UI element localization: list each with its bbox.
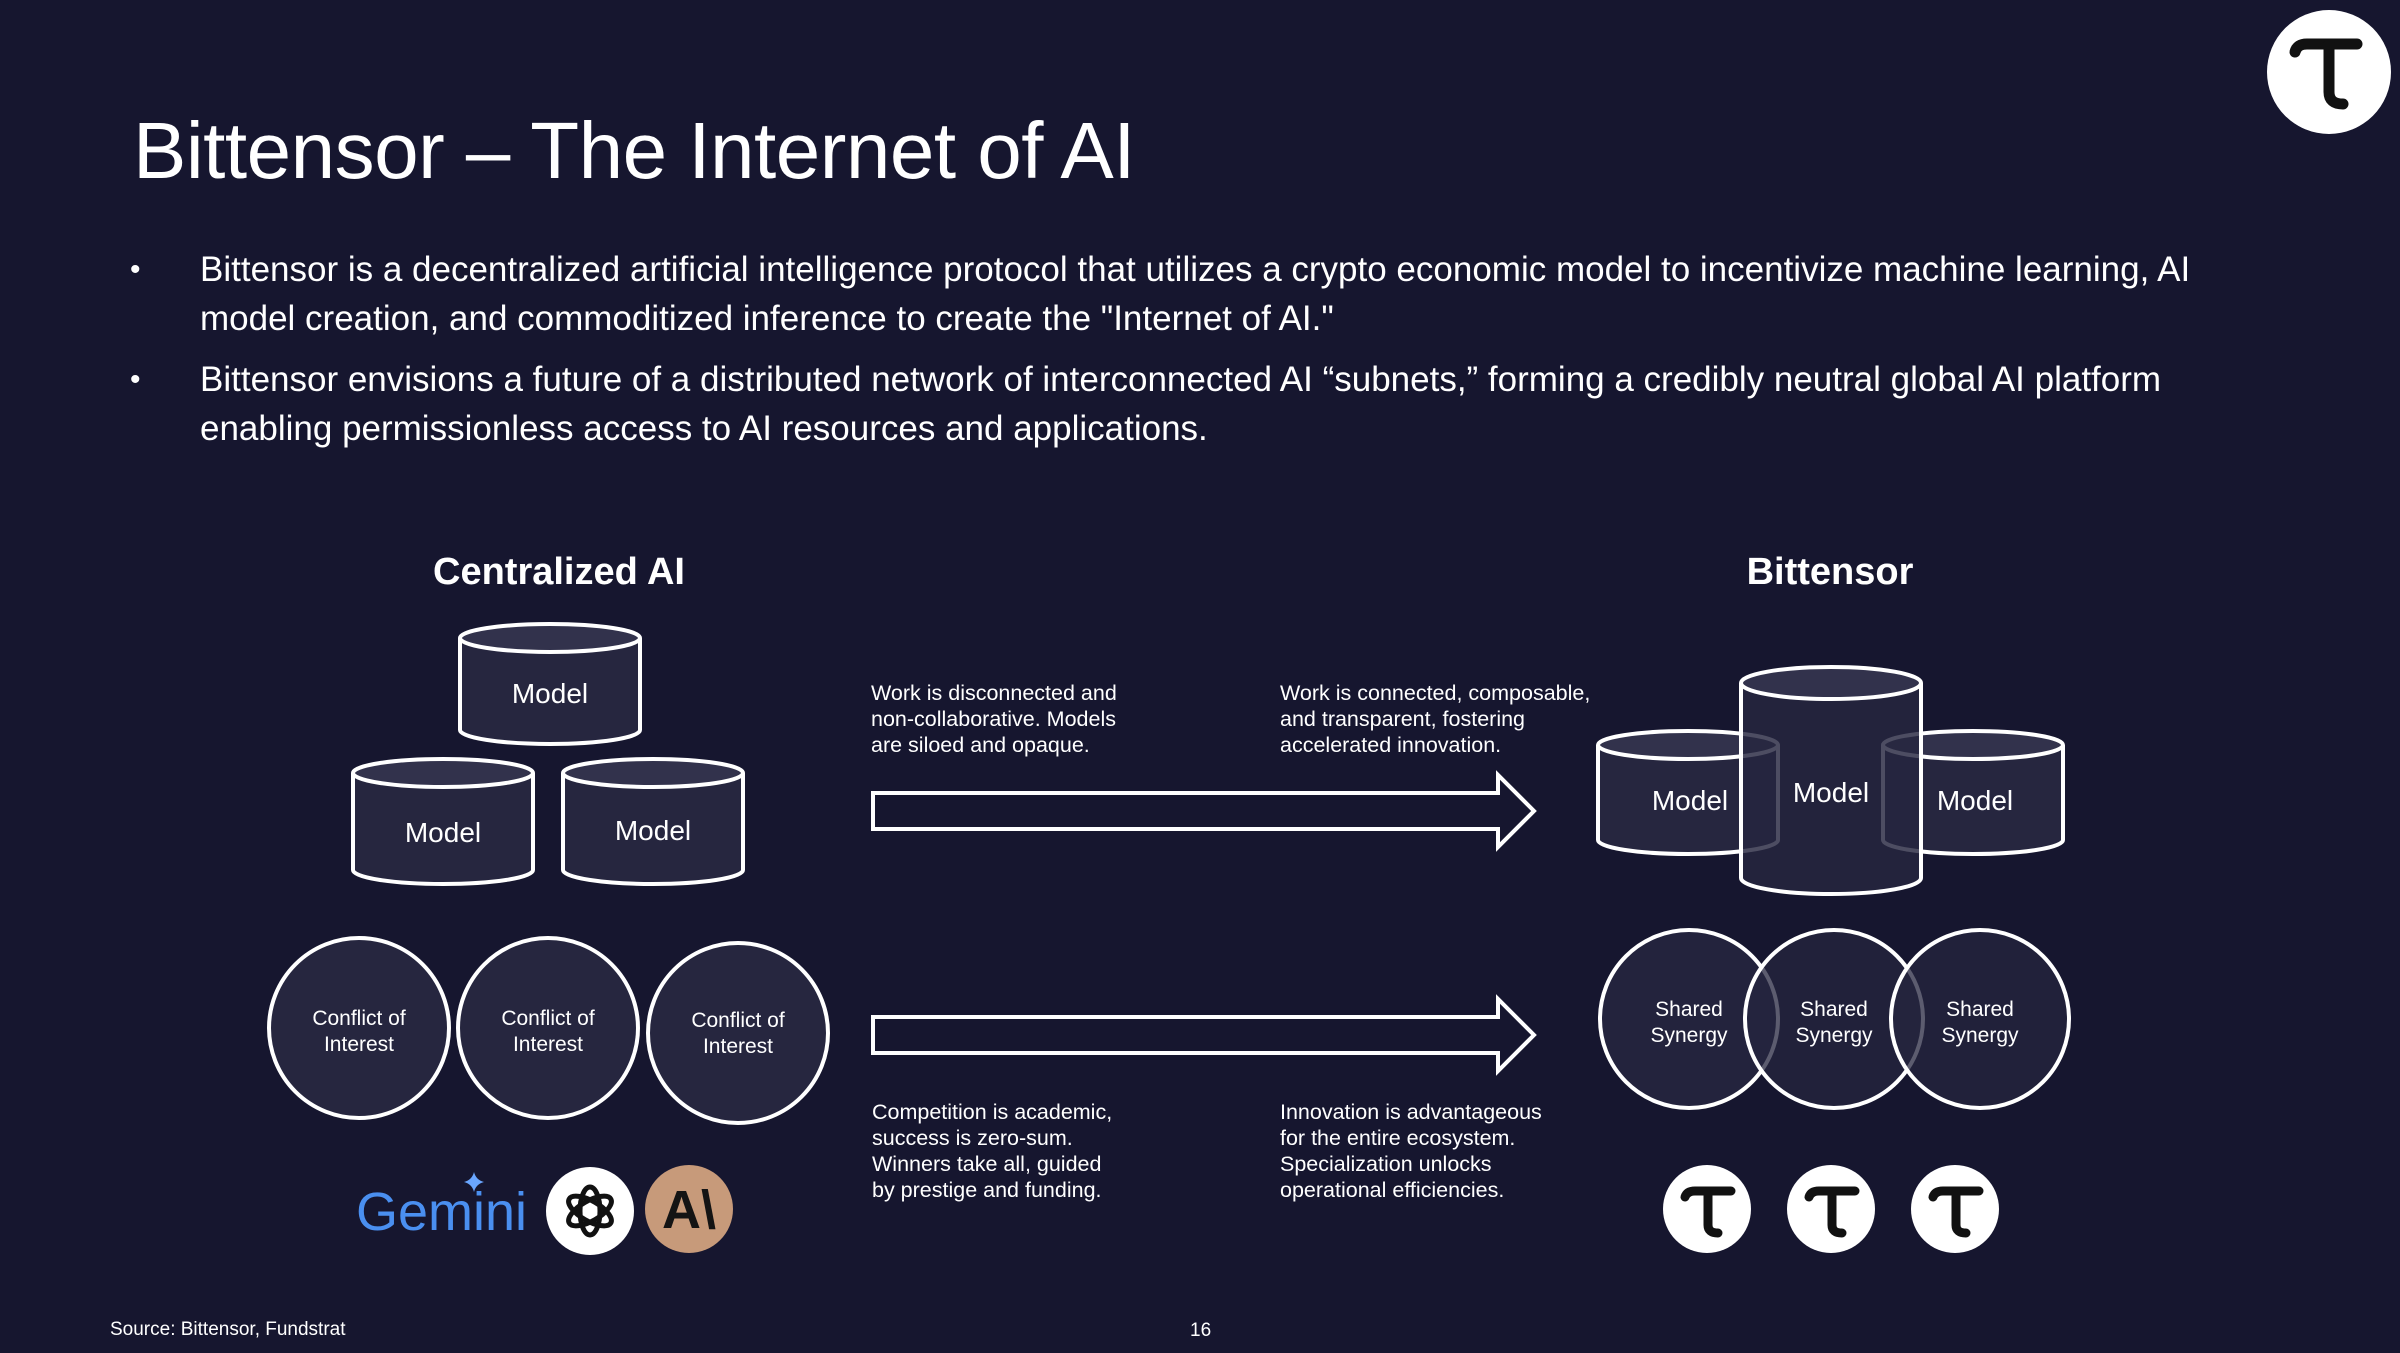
openai-logo-icon xyxy=(546,1167,634,1255)
tao-logo-icon xyxy=(1911,1165,1999,1253)
synergy-circle-1: Shared Synergy xyxy=(1598,928,1780,1110)
tao-logo-icon xyxy=(1663,1165,1751,1253)
right-heading: Bittensor xyxy=(1746,551,1914,593)
conflict-circle-2: Conflict of Interest xyxy=(456,936,640,1120)
anthropic-wordmark: A\ xyxy=(662,1180,716,1240)
model-cylinder-right: Model xyxy=(561,757,745,886)
arrow-bottom xyxy=(871,994,1537,1076)
model-label: Model xyxy=(405,817,481,848)
synergy-label-line1: Shared xyxy=(1800,998,1868,1021)
synergy-label-line2: Synergy xyxy=(1795,1024,1873,1047)
model-label: Model xyxy=(615,815,691,846)
arrow-top xyxy=(871,770,1537,852)
caption-bottom-left: Competition is academic, success is zero… xyxy=(872,1100,1113,1202)
model-label: Model xyxy=(1937,785,2013,816)
caption-top-left: Work is disconnected and non-collaborati… xyxy=(871,681,1117,757)
page-number: 16 xyxy=(1190,1320,1212,1341)
conflict-label-line2: Interest xyxy=(703,1035,773,1058)
source-note: Source: Bittensor, Fundstrat xyxy=(110,1319,346,1340)
left-heading: Centralized AI xyxy=(433,551,685,593)
page-title: Bittensor – The Internet of AI xyxy=(133,106,1135,195)
gemini-logo-icon: Gemini xyxy=(356,1172,527,1242)
model-cylinder-top: Model xyxy=(458,622,642,746)
conflict-circle-1: Conflict of Interest xyxy=(267,936,451,1120)
model-label: Model xyxy=(1652,785,1728,816)
conflict-label-line1: Conflict of xyxy=(312,1007,406,1030)
synergy-label-line1: Shared xyxy=(1655,998,1723,1021)
bullet-marker: • xyxy=(130,253,141,286)
caption-top-right: Work is connected, composable, and trans… xyxy=(1280,681,1591,757)
synergy-label-line2: Synergy xyxy=(1941,1024,2019,1047)
model-label: Model xyxy=(512,678,588,709)
tao-logo-icon xyxy=(1787,1165,1875,1253)
bullet-1: • Bittensor is a decentralized artificia… xyxy=(130,245,2220,343)
synergy-circle-3: Shared Synergy xyxy=(1889,928,2071,1110)
tao-logo-icon xyxy=(2267,10,2391,134)
gemini-wordmark: Gemini xyxy=(356,1182,527,1242)
bittensor-model-center: Model xyxy=(1739,665,1923,896)
anthropic-logo-icon: A\ xyxy=(645,1165,733,1253)
model-cylinder-left: Model xyxy=(351,757,535,886)
caption-bottom-right: Innovation is advantageous for the entir… xyxy=(1280,1100,1542,1202)
conflict-circle-3: Conflict of Interest xyxy=(646,941,830,1125)
conflict-label-line1: Conflict of xyxy=(501,1007,595,1030)
synergy-label-line1: Shared xyxy=(1946,998,2014,1021)
model-label: Model xyxy=(1793,777,1869,808)
synergy-circle-2: Shared Synergy xyxy=(1743,928,1925,1110)
bullet-marker: • xyxy=(130,363,141,396)
conflict-label-line1: Conflict of xyxy=(691,1009,785,1032)
synergy-label-line2: Synergy xyxy=(1650,1024,1728,1047)
conflict-label-line2: Interest xyxy=(513,1033,583,1056)
bullet-2-text: Bittensor envisions a future of a distri… xyxy=(200,360,2162,448)
conflict-label-line2: Interest xyxy=(324,1033,394,1056)
bittensor-model-left: Model xyxy=(1596,729,1780,856)
bittensor-model-right: Model xyxy=(1881,729,2065,856)
bullet-1-text: Bittensor is a decentralized artificial … xyxy=(200,250,2191,338)
bullet-2: • Bittensor envisions a future of a dist… xyxy=(130,355,2220,453)
